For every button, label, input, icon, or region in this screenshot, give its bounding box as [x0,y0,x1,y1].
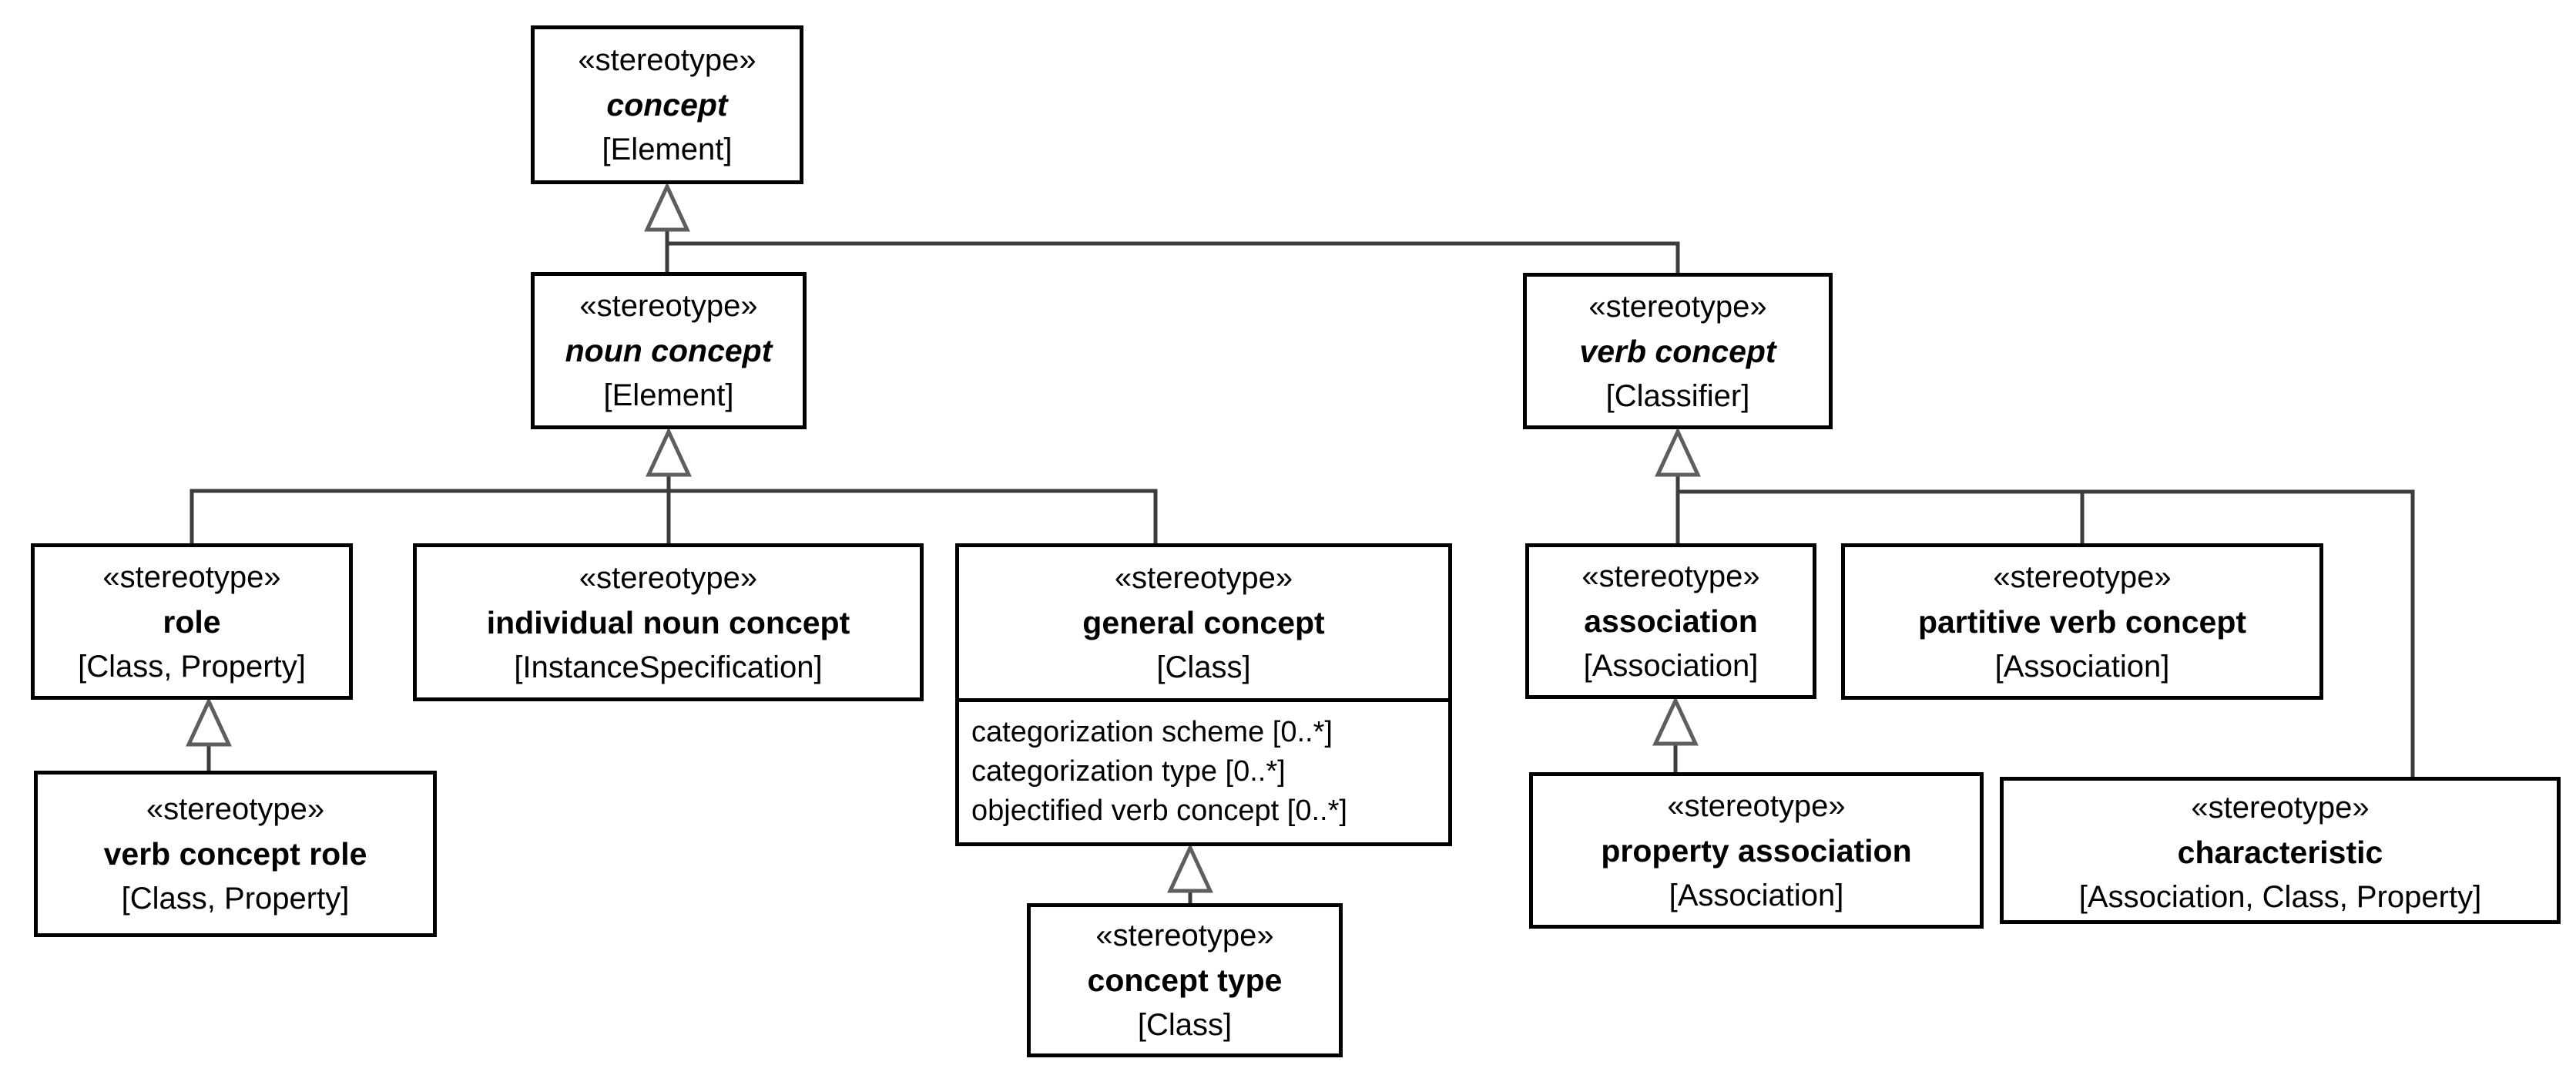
class-header: «stereotype» characteristic [Association… [2004,781,2557,924]
class-name: partitive verb concept [1917,603,2247,640]
generalization-arrowhead [186,697,232,747]
class-header: «stereotype» noun concept [Element] [535,276,803,425]
class-header: «stereotype» verb concept role [Class, P… [38,775,433,933]
class-header: «stereotype» property association [Assoc… [1533,776,1980,925]
stereotype-keyword: «stereotype» [1581,559,1760,593]
metaclass-list: [Class, Property] [121,882,350,916]
class-name: individual noun concept [486,604,850,640]
metaclass-list: [Element] [603,378,734,412]
metaclass-list: [Association] [1994,649,2170,684]
stereotype-keyword: «stereotype» [1993,559,2172,594]
class-name: association [1584,603,1758,639]
class-box-verb-concept[interactable]: «stereotype» verb concept [Classifier] [1523,273,1833,429]
class-name: verb concept role [103,836,367,872]
class-header: «stereotype» general concept [Class] [959,547,1448,698]
class-header: «stereotype» association [Association] [1529,547,1813,695]
attribute-item: objectified verb concept [0..*] [971,795,1347,827]
class-name: verb concept [1579,333,1776,369]
stereotype-keyword: «stereotype» [578,43,756,77]
class-name: general concept [1082,605,1325,640]
class-header: «stereotype» verb concept [Classifier] [1527,277,1829,425]
generalization-arrowhead [1652,696,1699,746]
class-name: characteristic [2177,835,2383,870]
class-box-individual-noun-concept[interactable]: «stereotype» individual noun concept [In… [413,543,924,701]
metaclass-list: [Association, Class, Property] [2078,880,2482,914]
class-name: role [163,603,221,640]
metaclass-list: [InstanceSpecification] [514,650,823,684]
metaclass-list: [Element] [602,133,733,166]
generalization-edge-to-concept [644,182,1680,273]
generalization-edge-to-general-concept [1167,843,1213,903]
stereotype-keyword: «stereotype» [1588,289,1767,324]
class-box-property-association[interactable]: «stereotype» property association [Assoc… [1529,772,1984,929]
class-box-concept-type[interactable]: «stereotype» concept type [Class] [1027,903,1343,1057]
class-box-noun-concept[interactable]: «stereotype» noun concept [Element] [531,272,807,429]
class-header: «stereotype» concept [Element] [535,29,800,180]
stereotype-keyword: «stereotype» [1114,561,1293,595]
class-header: «stereotype» individual noun concept [In… [417,547,920,697]
stereotype-keyword: «stereotype» [2191,791,2370,825]
generalization-arrowhead [646,427,692,477]
generalization-edge-to-role [186,697,232,771]
stereotype-keyword: «stereotype» [1667,788,1846,823]
class-box-characteristic[interactable]: «stereotype» characteristic [Association… [2000,777,2561,924]
class-name: concept [606,87,728,123]
metaclass-list: [Association] [1669,878,1844,912]
metaclass-list: [Class] [1137,1008,1233,1042]
metaclass-list: [Class, Property] [78,649,306,684]
generalization-edge-to-association [1652,696,1699,772]
class-name: property association [1601,832,1912,869]
generalization-edge-to-verb-concept [1655,427,2415,777]
class-header: «stereotype» role [Class, Property] [35,547,349,696]
generalization-arrowhead [1167,843,1213,893]
metaclass-list: [Classifier] [1605,378,1750,413]
class-box-association[interactable]: «stereotype» association [Association] [1525,543,1816,699]
attribute-item: categorization type [0..*] [971,755,1286,788]
class-box-verb-concept-role[interactable]: «stereotype» verb concept role [Class, P… [34,771,437,937]
metaclass-list: [Class] [1156,650,1251,684]
class-header: «stereotype» concept type [Class] [1031,907,1339,1053]
attributes-compartment: categorization scheme [0..*] categorizat… [959,698,1448,842]
class-header: «stereotype» partitive verb concept [Ass… [1845,547,2319,696]
class-box-partitive-verb-concept[interactable]: «stereotype» partitive verb concept [Ass… [1841,543,2323,700]
class-box-concept[interactable]: «stereotype» concept [Element] [531,25,803,184]
stereotype-keyword: «stereotype» [102,559,281,594]
class-name: noun concept [565,333,773,368]
stereotype-keyword: «stereotype» [146,792,325,826]
class-box-general-concept[interactable]: «stereotype» general concept [Class] cat… [955,543,1452,846]
stereotype-keyword: «stereotype» [579,289,758,323]
class-box-role[interactable]: «stereotype» role [Class, Property] [31,543,353,700]
stereotype-keyword: «stereotype» [1095,919,1274,953]
class-name: concept type [1087,963,1283,998]
metaclass-list: [Association] [1583,649,1759,683]
generalization-arrowhead [644,182,690,232]
stereotype-keyword: «stereotype» [579,560,758,595]
generalization-arrowhead [1655,427,1701,477]
generalization-edge-to-noun-concept [190,427,1158,543]
attribute-item: categorization scheme [0..*] [971,716,1333,748]
